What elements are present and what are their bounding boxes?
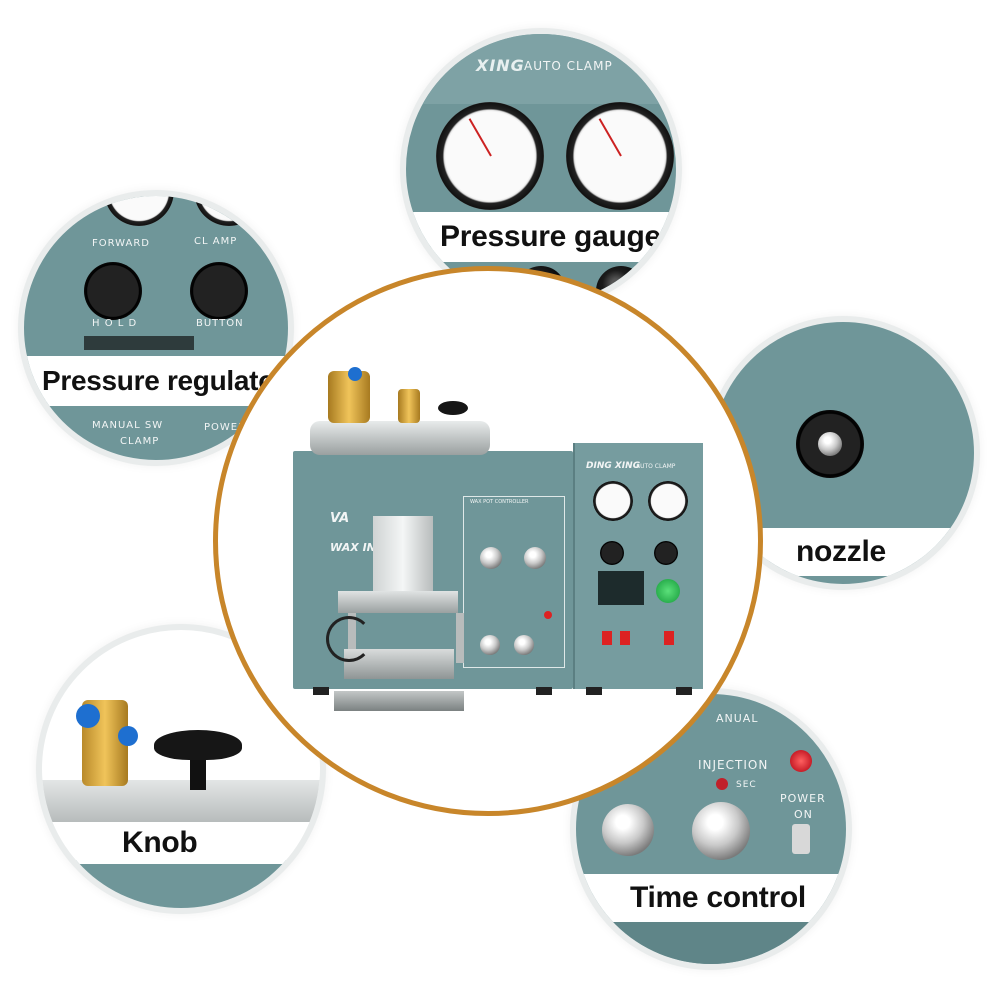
injection-time-knob bbox=[692, 802, 750, 860]
nozzle-photo: nozzle bbox=[706, 316, 980, 590]
main-wax-pot-text: WAX POT CONTROLLER bbox=[470, 499, 529, 505]
main-vacuum-knob bbox=[480, 635, 500, 655]
main-injection-knob bbox=[514, 635, 534, 655]
time-knob-left bbox=[602, 804, 654, 856]
power-indicator-light bbox=[790, 750, 812, 772]
foot-3 bbox=[586, 687, 602, 695]
main-red-switch-3 bbox=[664, 631, 674, 645]
knob-label: Knob bbox=[42, 822, 320, 864]
black-knob-handle bbox=[154, 730, 242, 760]
sec-text: SEC bbox=[736, 780, 757, 790]
main-valve-temp-knob bbox=[524, 547, 546, 569]
gauge-partial-2 bbox=[194, 196, 264, 226]
blue-fitting bbox=[76, 704, 100, 728]
clamp-text: CL AMP bbox=[194, 236, 238, 247]
clamp-cylinder bbox=[373, 516, 433, 596]
injection-text: INJECTION bbox=[698, 758, 769, 772]
injection-indicator-light bbox=[716, 778, 728, 790]
manual-partial-text: ANUAL bbox=[716, 712, 759, 725]
pressure-regulator-label: Pressure regulator bbox=[24, 356, 288, 406]
pot-lid bbox=[42, 780, 320, 822]
hold-knob bbox=[84, 262, 142, 320]
gauge-right bbox=[566, 102, 674, 210]
knob-stem bbox=[190, 750, 206, 790]
foot-1 bbox=[313, 687, 329, 695]
power-text: POWER bbox=[204, 422, 247, 433]
main-button-knob bbox=[654, 541, 678, 565]
main-gauge-left bbox=[593, 481, 633, 521]
main-va-text: VA bbox=[330, 511, 350, 526]
main-wax-pot-temp-knob bbox=[480, 547, 502, 569]
foot-2 bbox=[536, 687, 552, 695]
auto-clamp-controller-body bbox=[573, 443, 703, 689]
pressure-gauge-label: Pressure gauge bbox=[406, 212, 676, 262]
main-gauge-right bbox=[648, 481, 688, 521]
button-text: BUTTON bbox=[196, 318, 244, 329]
foot-4 bbox=[676, 687, 692, 695]
on-text: ON bbox=[794, 808, 813, 821]
time-control-label: Time control bbox=[576, 874, 846, 922]
main-temp-controller bbox=[598, 571, 644, 605]
hold-text: H O L D bbox=[92, 318, 138, 329]
power-switch-text: POWER bbox=[780, 792, 826, 805]
button-knob bbox=[190, 262, 248, 320]
panel-top-strip bbox=[406, 34, 676, 104]
top-small-valve bbox=[398, 389, 420, 423]
gauge-left bbox=[436, 102, 544, 210]
gauge-partial-1 bbox=[104, 196, 174, 226]
main-brand-text: DING XING bbox=[586, 461, 641, 471]
forward-text: FORWARD bbox=[92, 238, 150, 249]
main-hold-knob bbox=[600, 541, 624, 565]
top-valve-blue-fitting bbox=[348, 367, 362, 381]
top-valve bbox=[328, 371, 370, 423]
brand-partial-text: XING bbox=[476, 56, 525, 75]
main-auto-clamp-text: AUTO CLAMP bbox=[636, 463, 676, 470]
wax-pot-lid bbox=[310, 421, 490, 455]
clamp-base bbox=[334, 691, 464, 711]
clamp-switch-text: CLAMP bbox=[120, 436, 160, 447]
pressure-gauge-photo: XING AUTO CLAMP Pressure gauge bbox=[400, 28, 682, 310]
main-product-photo: DING XING AUTO CLAMP WAX POT CONTROLLER … bbox=[213, 266, 763, 816]
main-red-switch-2 bbox=[620, 631, 630, 645]
main-red-switch-1 bbox=[602, 631, 612, 645]
manual-sw-text: MANUAL SW bbox=[92, 420, 164, 431]
main-green-button bbox=[656, 579, 680, 603]
base-strip bbox=[576, 922, 846, 964]
timer-display bbox=[84, 336, 194, 350]
nozzle-tip bbox=[818, 432, 842, 456]
blue-fitting-2 bbox=[118, 726, 138, 746]
toggle-switch bbox=[792, 824, 810, 854]
pot-body bbox=[42, 860, 320, 908]
clamp-hose bbox=[326, 616, 372, 662]
clamp-top-plate bbox=[338, 591, 458, 613]
wax-pot-controller-panel bbox=[463, 496, 565, 668]
top-black-knob bbox=[438, 401, 468, 415]
auto-clamp-text: AUTO CLAMP bbox=[524, 59, 613, 73]
main-red-light bbox=[544, 611, 552, 619]
